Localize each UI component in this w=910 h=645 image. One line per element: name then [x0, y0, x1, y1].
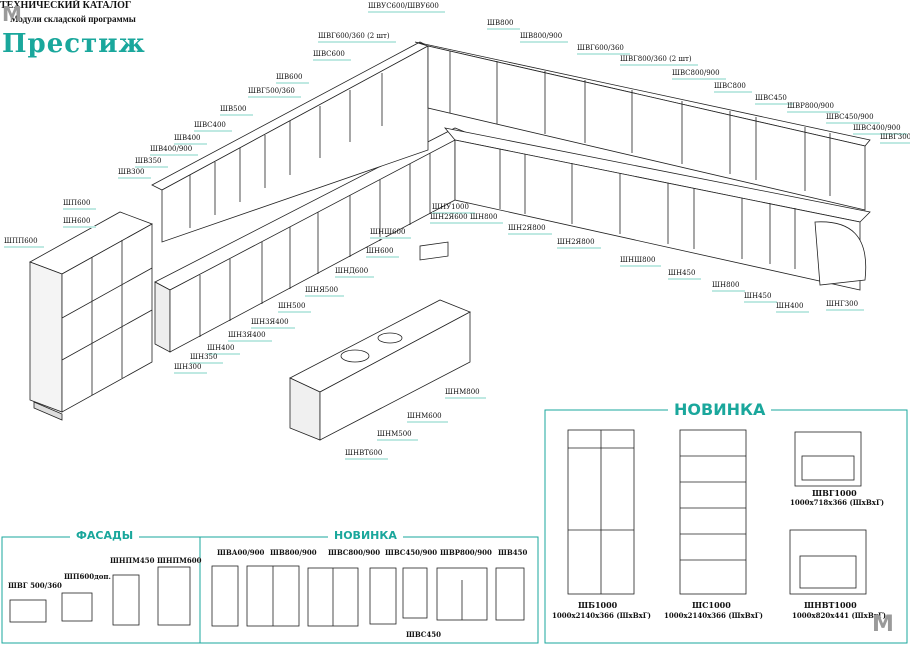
module-label: ШНМ500 [377, 430, 418, 441]
module-label: ШВР800/900 [787, 102, 840, 113]
module-label: ШВГ600/360 (2 шт) [318, 32, 396, 43]
module-label: ШН500 [278, 302, 313, 313]
novinka-big-title: НОВИНКА [668, 400, 772, 419]
brand-logo-icon: M [872, 612, 894, 637]
module-label: ШНУ1000 [432, 203, 475, 214]
module-label: ШНМ800 [445, 388, 486, 399]
module-label: ШН3Я400 [251, 318, 295, 329]
brand-logo-icon: M [2, 2, 22, 26]
module-label: ШН300 [174, 363, 209, 374]
module-label: ШВ350 [135, 157, 167, 168]
new-cabinet-name: ШНВТ1000 [804, 600, 857, 610]
module-label: ШВС400/900 [853, 124, 907, 135]
module-label: ШН600 [366, 247, 401, 258]
module-label: ШВ400 [174, 134, 206, 145]
new-cabinet-dims: 1000х2140х366 (ШхВхГ) [552, 611, 651, 620]
module-label: ШВ600 [276, 73, 308, 84]
module-label: ШВГ600/360 [577, 44, 630, 55]
module-label: ШН450 [744, 292, 779, 303]
module-label: ШН400 [207, 344, 242, 355]
module-label: ШВУС600/ШВУ600 [368, 2, 445, 13]
new-cabinet-dims: 1000х718х366 (ШхВхГ) [790, 498, 885, 507]
module-label: ШН2Я800 [557, 238, 601, 249]
facade-label: ШП600доп. [64, 572, 111, 581]
new-module-label: ШВА00/900 [217, 548, 265, 557]
module-label: ШВ800/900 [520, 32, 569, 43]
new-cabinet-dims: 1000х2140х366 (ШхВхГ) [664, 611, 763, 620]
module-label: ШП600 [63, 199, 98, 210]
catalog-title: ТЕХНИЧЕСКИЙ КАТАЛОГ [0, 0, 132, 11]
module-label: ШНЯ500 [305, 286, 345, 297]
module-label: ШНШ800 [620, 256, 662, 267]
module-label: ШНШ600 [370, 228, 412, 239]
module-label: ШН800 [470, 213, 505, 224]
novinka-small-title: НОВИНКА [328, 529, 403, 542]
module-label: ШВ400/900 [150, 145, 199, 156]
module-label: ШН450 [668, 269, 703, 280]
module-label: ШНГ300 [826, 300, 865, 311]
new-cabinet-name: ШБ1000 [578, 600, 618, 610]
new-module-label: ШВС800/900 [328, 548, 381, 557]
module-label: ШН350 [190, 353, 225, 364]
facades-title: ФАСАДЫ [70, 529, 140, 542]
module-label: ШВС450/900 [826, 113, 880, 124]
new-cabinet-name: ШС1000 [692, 600, 731, 610]
module-label: ШВ800 [487, 19, 519, 30]
module-label: ШН2Я600 [430, 213, 474, 224]
module-label: ШВС450 [755, 94, 793, 105]
module-label: ШН600 [63, 217, 98, 228]
module-label: ШН2Я800 [508, 224, 552, 235]
facade-label: ШНПМ600 [157, 556, 202, 565]
module-label: ШВС800/900 [672, 69, 726, 80]
module-label: ШПП600 [4, 237, 44, 248]
module-label: ШВ500 [220, 105, 252, 116]
facade-label: ШНПМ450 [110, 556, 155, 565]
brand-title: Престиж [2, 29, 146, 59]
new-module-label: ШВС450 [406, 630, 441, 639]
module-label: ШН400 [776, 302, 811, 313]
module-label: ШНД600 [335, 267, 375, 278]
new-module-label: ШВС450/900 [385, 548, 438, 557]
module-label: ШВГ300 [880, 133, 910, 144]
new-module-label: ШВР800/900 [440, 548, 492, 557]
module-label: ШН800 [712, 281, 747, 292]
module-label: ШВГ800/360 (2 шт) [620, 55, 698, 66]
new-cabinet-name: ШВГ1000 [812, 488, 857, 498]
module-label: ШНВТ600 [345, 449, 389, 460]
module-label: ШВС800 [714, 82, 752, 93]
module-label: ШНМ600 [407, 412, 448, 423]
module-label: ШВС400 [194, 121, 232, 132]
module-label: ШВГ500/360 [248, 87, 301, 98]
new-module-label: ШВ800/900 [270, 548, 317, 557]
new-module-label: ШВ450 [498, 548, 528, 557]
facade-label: ШВГ 500/360 [8, 581, 62, 590]
new-cabinet-dims: 1000х820х441 (ШхВхГ) [792, 611, 887, 620]
catalog-subtitle: Модули складской программы [10, 14, 136, 24]
module-label: ШН3Я400 [228, 331, 272, 342]
module-label: ШВС600 [313, 50, 351, 61]
module-label: ШВ300 [118, 168, 150, 179]
